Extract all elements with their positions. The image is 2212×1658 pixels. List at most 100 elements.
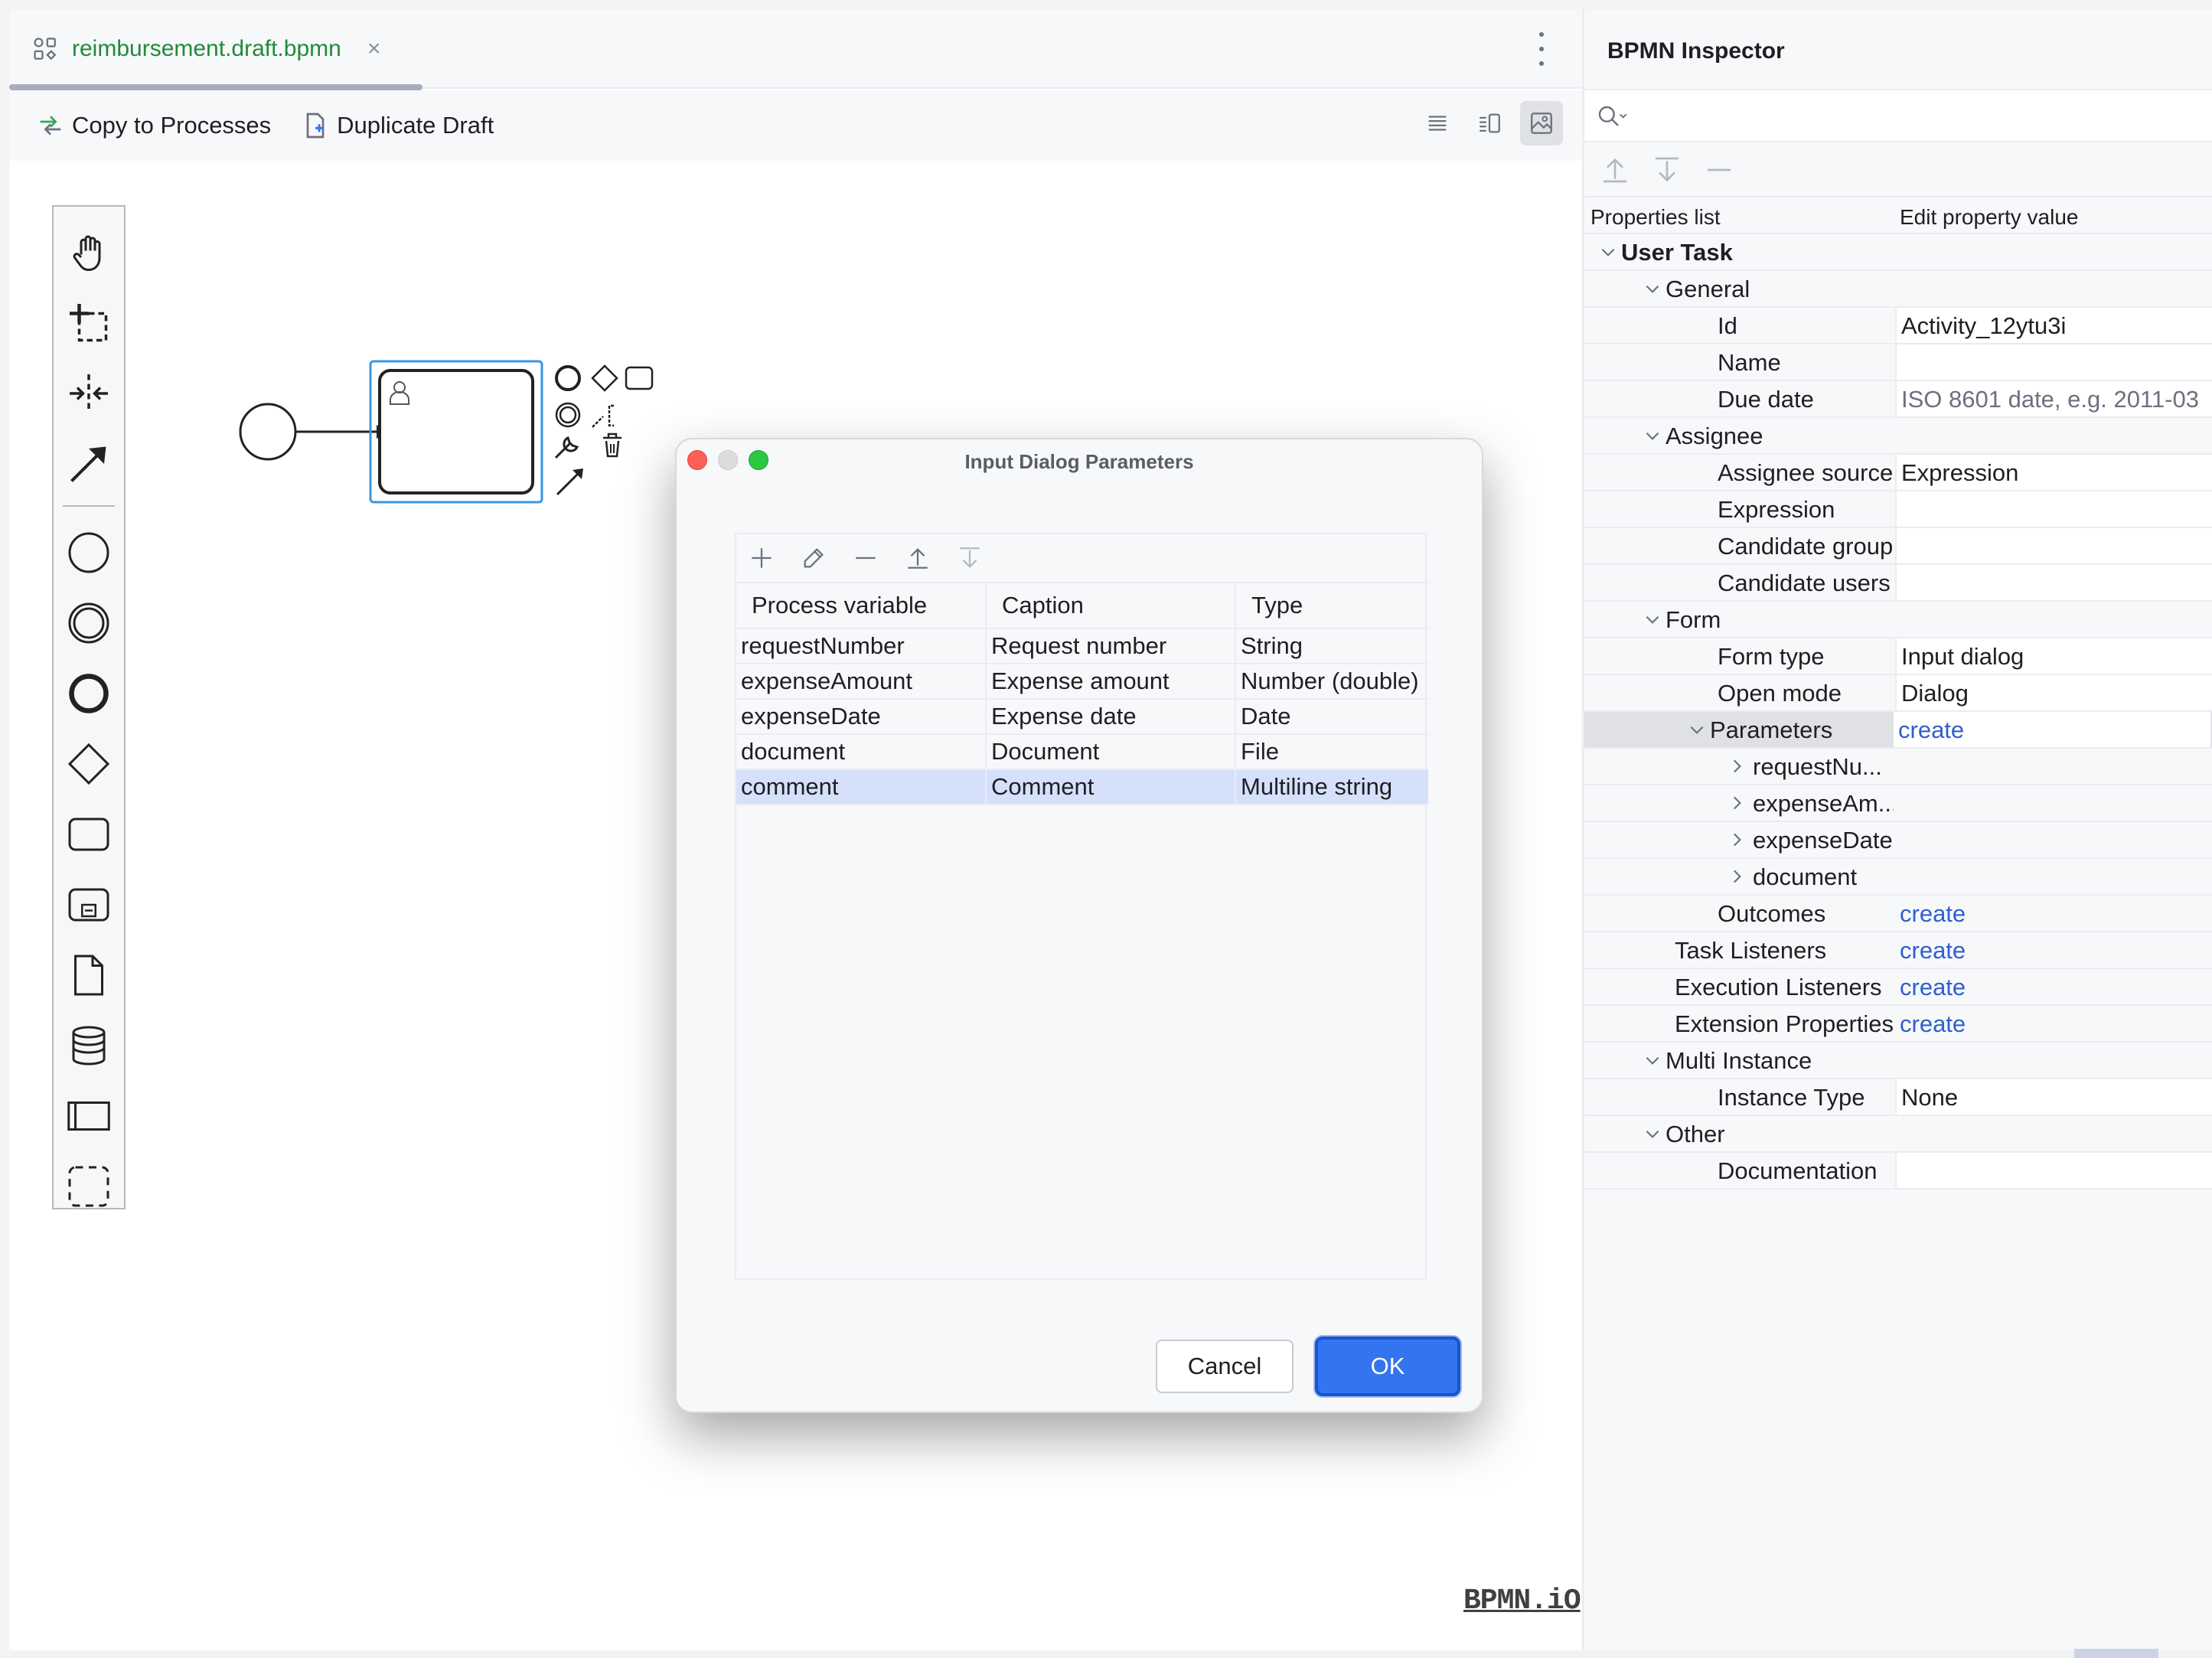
chevron-right-icon[interactable]: [1727, 830, 1747, 850]
chevron-down-icon[interactable]: [1643, 609, 1662, 629]
window-minimize-button[interactable]: [718, 450, 738, 470]
add-icon[interactable]: [745, 542, 778, 574]
data-store-icon[interactable]: [54, 1010, 124, 1081]
expand-all-icon[interactable]: [1600, 155, 1630, 185]
more-vertical-icon[interactable]: [1532, 32, 1551, 66]
lasso-tool-icon[interactable]: [54, 288, 124, 358]
property-value[interactable]: None: [1895, 1079, 2212, 1115]
property-row[interactable]: User Task: [1584, 234, 2212, 271]
remove-icon[interactable]: [850, 542, 882, 574]
close-tab-icon[interactable]: ×: [367, 36, 381, 61]
edit-icon[interactable]: [798, 542, 830, 574]
chevron-down-icon[interactable]: [1598, 242, 1618, 262]
space-tool-icon[interactable]: [54, 358, 124, 429]
duplicate-draft-button[interactable]: Duplicate Draft: [300, 110, 494, 141]
hand-tool-icon[interactable]: [54, 217, 124, 288]
diagram-view-icon[interactable]: [1520, 101, 1563, 145]
search-icon[interactable]: [1597, 104, 1627, 129]
move-down-icon[interactable]: [954, 542, 986, 574]
property-value[interactable]: [1895, 528, 2212, 563]
table-row[interactable]: expenseDate Expense date Date: [736, 699, 1428, 735]
chevron-down-icon[interactable]: [1687, 720, 1707, 739]
copy-to-processes-button[interactable]: Copy to Processes: [35, 110, 271, 141]
table-row[interactable]: document Document File: [736, 734, 1428, 770]
chevron-down-icon[interactable]: [1643, 1050, 1662, 1070]
start-event-icon[interactable]: [54, 517, 124, 588]
move-up-icon[interactable]: [902, 542, 934, 574]
ok-button[interactable]: OK: [1315, 1337, 1460, 1396]
property-row[interactable]: Candidate users: [1584, 565, 2212, 602]
collapse-all-icon[interactable]: [1652, 155, 1682, 185]
create-link[interactable]: create: [1900, 937, 1966, 964]
table-row[interactable]: requestNumber Request number String: [736, 628, 1428, 664]
property-value[interactable]: Dialog: [1895, 675, 2212, 710]
file-tab[interactable]: reimbursement.draft.bpmn ×: [9, 9, 422, 90]
property-value[interactable]: ISO 8601 date, e.g. 2011-03: [1895, 381, 2212, 416]
data-object-icon[interactable]: [54, 940, 124, 1010]
property-row[interactable]: requestNu...: [1584, 749, 2212, 785]
column-header-type[interactable]: Type: [1235, 582, 1428, 629]
intermediate-event-icon[interactable]: [54, 588, 124, 658]
subprocess-icon[interactable]: [54, 870, 124, 940]
property-row[interactable]: Assignee: [1584, 418, 2212, 455]
window-close-button[interactable]: [687, 450, 707, 470]
property-row[interactable]: document: [1584, 859, 2212, 896]
property-value[interactable]: Expression: [1895, 455, 2212, 490]
property-row[interactable]: Other: [1584, 1116, 2212, 1153]
create-link[interactable]: create: [1900, 1010, 1966, 1037]
window-zoom-button[interactable]: [749, 450, 768, 470]
column-header-process-variable[interactable]: Process variable: [736, 582, 987, 629]
inspector-search-input[interactable]: [1638, 96, 2189, 136]
create-link[interactable]: create: [1900, 900, 1966, 927]
dialog-titlebar[interactable]: Input Dialog Parameters: [677, 439, 1482, 482]
property-row[interactable]: Name: [1584, 344, 2212, 381]
property-row[interactable]: General: [1584, 271, 2212, 308]
property-row[interactable]: Form: [1584, 602, 2212, 638]
chevron-right-icon[interactable]: [1727, 793, 1747, 813]
user-task[interactable]: [369, 360, 543, 504]
remove-property-icon[interactable]: [1704, 155, 1734, 185]
property-value[interactable]: [1895, 1153, 2212, 1188]
property-row[interactable]: Documentation: [1584, 1153, 2212, 1190]
cancel-button[interactable]: Cancel: [1156, 1340, 1294, 1393]
create-link[interactable]: create: [1894, 712, 2210, 747]
create-link[interactable]: create: [1900, 974, 1966, 1000]
property-value[interactable]: [1895, 491, 2212, 527]
split-view-icon[interactable]: [1468, 101, 1511, 145]
text-view-icon[interactable]: [1416, 101, 1459, 145]
chevron-right-icon[interactable]: [1727, 867, 1747, 886]
task-icon[interactable]: [54, 799, 124, 870]
property-row[interactable]: expenseAm...: [1584, 785, 2212, 822]
pool-icon[interactable]: [54, 1081, 124, 1151]
property-row[interactable]: expenseDate: [1584, 822, 2212, 859]
end-event-icon[interactable]: [54, 658, 124, 729]
column-header-caption[interactable]: Caption: [986, 582, 1236, 629]
table-row[interactable]: expenseAmount Expense amount Number (dou…: [736, 664, 1428, 700]
connect-tool-icon[interactable]: [54, 429, 124, 499]
property-value[interactable]: [1895, 344, 2212, 380]
table-row-selected[interactable]: comment Comment Multiline string: [736, 769, 1428, 805]
sequence-flow[interactable]: [295, 425, 387, 439]
property-value[interactable]: [1895, 565, 2212, 600]
chevron-down-icon[interactable]: [1643, 426, 1662, 446]
property-value[interactable]: Activity_12ytu3i: [1895, 308, 2212, 343]
property-value[interactable]: Input dialog: [1895, 638, 2212, 674]
bpmn-io-watermark[interactable]: BPMN.iO: [1463, 1585, 1581, 1617]
start-event[interactable]: [239, 403, 297, 461]
property-row[interactable]: Expression: [1584, 491, 2212, 528]
chevron-down-icon[interactable]: [1643, 1124, 1662, 1144]
chevron-down-icon[interactable]: [1643, 279, 1662, 299]
property-row[interactable]: Multi Instance: [1584, 1043, 2212, 1079]
chevron-right-icon[interactable]: [1727, 756, 1747, 776]
